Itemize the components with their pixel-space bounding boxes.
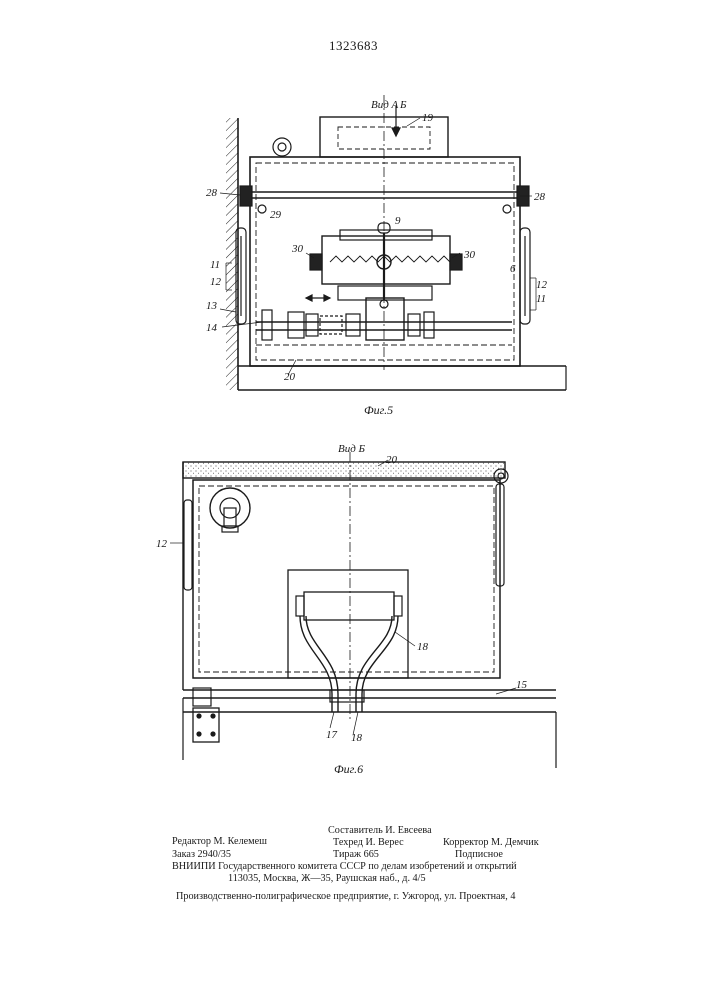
fig5-callout-11-left: 11 <box>210 259 220 271</box>
fig5-caption: Фиг.5 <box>364 403 393 417</box>
imprint-subscription: Подписное <box>455 849 503 862</box>
fig6-callout-18-lower: 18 <box>351 732 363 744</box>
imprint-org: ВНИИПИ Государственного комитета СССР по… <box>172 861 517 874</box>
fig5-callout-19: 19 <box>422 112 434 124</box>
fig5-callout-20: 20 <box>284 371 296 383</box>
fig5-view-label: Вид А <box>371 99 399 111</box>
figure-6-drawing: Вид Б 20 12 18 15 17 18 Фиг.6 <box>0 440 707 790</box>
fig5-callout-6: 6 <box>510 263 516 275</box>
imprint-compiler: Составитель И. Евсеева <box>328 825 432 838</box>
fig5-view-arrow-label: Б <box>399 99 407 111</box>
fig6-callout-20: 20 <box>386 454 398 466</box>
fig6-callout-15: 15 <box>516 679 528 691</box>
fig6-callout-12: 12 <box>156 538 168 550</box>
fig5-callout-11-right: 11 <box>536 293 546 305</box>
fig5-callout-14: 14 <box>206 322 218 334</box>
fig6-callout-18-upper: 18 <box>417 641 429 653</box>
fig5-callout-28-left: 28 <box>206 187 218 199</box>
imprint-circulation: Тираж 665 <box>333 849 379 862</box>
imprint-corrector: Корректор М. Демчик <box>443 837 539 850</box>
imprint-address: 113035, Москва, Ж—35, Раушская наб., д. … <box>228 873 426 886</box>
fig5-callout-12-left: 12 <box>210 276 222 288</box>
fig6-view-label: Вид Б <box>338 443 366 455</box>
imprint-printer: Производственно-полиграфическое предприя… <box>176 891 515 904</box>
imprint-order: Заказ 2940/35 <box>172 849 231 862</box>
imprint-techred: Техред И. Верес <box>333 837 404 850</box>
fig5-callout-30-right: 30 <box>463 249 476 261</box>
fig6-caption: Фиг.6 <box>334 762 363 776</box>
fig5-callout-13: 13 <box>206 300 218 312</box>
fig5-callout-28-right: 28 <box>534 191 546 203</box>
figure-5-drawing: Вид А Б 19 28 28 29 9 30 30 6 11 12 13 1… <box>0 0 707 440</box>
imprint-editor: Редактор М. Келемеш <box>172 836 267 849</box>
fig5-callout-9: 9 <box>395 215 401 227</box>
fig5-callout-30-left: 30 <box>291 243 304 255</box>
fig6-callout-17: 17 <box>326 729 338 741</box>
fig5-callout-12-right: 12 <box>536 279 548 291</box>
fig5-callout-29: 29 <box>270 209 282 221</box>
